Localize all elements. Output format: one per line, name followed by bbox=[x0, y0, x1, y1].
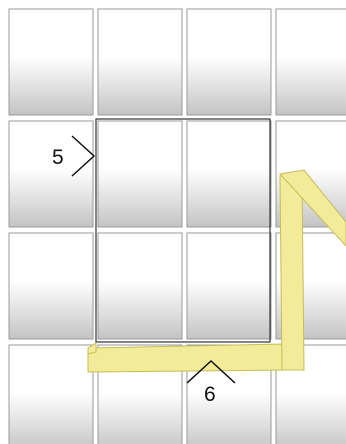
tile-r2-c3 bbox=[187, 121, 271, 227]
tile-r4-c1 bbox=[9, 345, 93, 444]
tile-r1-c1 bbox=[9, 9, 93, 115]
tile-r2-c1 bbox=[9, 121, 93, 227]
tile-r3-c3 bbox=[187, 233, 271, 339]
left-dimension-label: 5 bbox=[52, 146, 64, 169]
ribbon-vertical bbox=[280, 176, 304, 370]
bottom-dimension-label: 6 bbox=[204, 383, 216, 406]
tile-r1-c3 bbox=[187, 9, 271, 115]
tile-r1-c2 bbox=[98, 9, 182, 115]
tile-r1-c4 bbox=[276, 9, 346, 115]
tile-r2-c2 bbox=[98, 121, 182, 227]
tile-r3-c1 bbox=[9, 233, 93, 339]
ribbon-horizontal bbox=[88, 344, 286, 372]
tile-r3-c2 bbox=[98, 233, 182, 339]
